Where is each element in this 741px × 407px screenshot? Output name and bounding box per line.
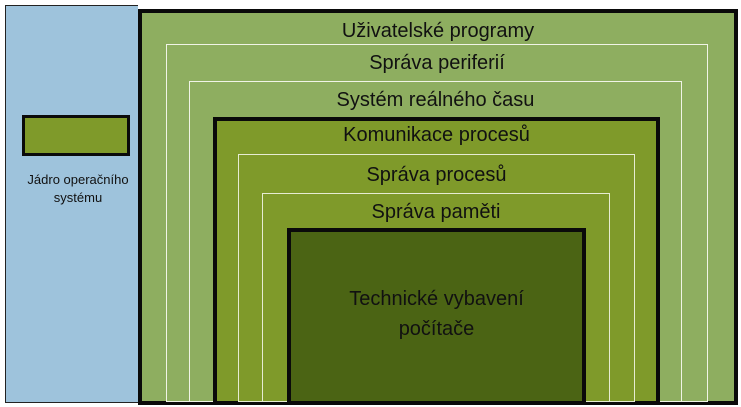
kernel-legend-label: Jádro operačního systému [10,171,146,207]
layer-memory-management-title: Správa paměti [371,201,501,223]
layer-user-programs-title: Uživatelské programy [341,20,535,42]
layer-hardware-title-line1: Technické vybavení [349,288,524,310]
layer-hardware: Technické vybavení počítače [287,228,586,405]
layer-hardware-title: Technické vybavení počítače [291,284,582,344]
layer-peripheral-management-title: Správa periferií [369,52,505,74]
layer-process-communication-title: Komunikace procesů [343,124,530,146]
kernel-legend-label-line1: Jádro operačního [27,172,129,187]
layer-real-time-system-title: Systém reálného času [336,89,535,111]
legend-panel: Jádro operačního systému [5,5,138,403]
kernel-legend-label-line2: systému [53,190,103,205]
kernel-legend-swatch [22,115,130,156]
layer-process-management-title: Správa procesů [366,164,507,186]
layer-hardware-title-line2: počítače [398,318,475,340]
